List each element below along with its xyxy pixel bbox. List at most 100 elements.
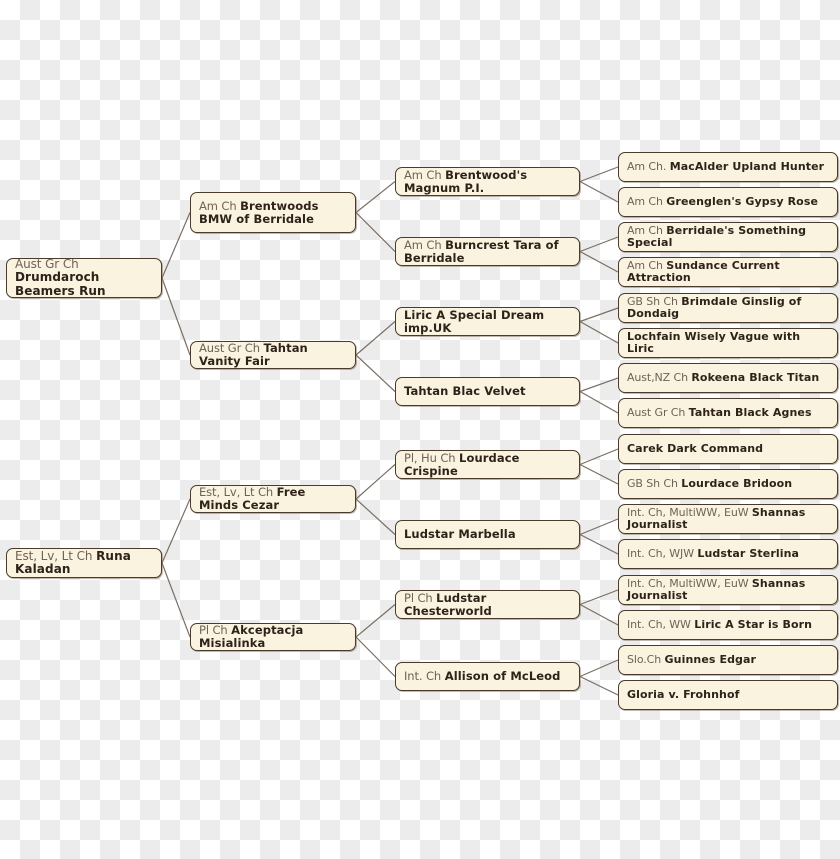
pedigree-node-label: Pl Ch Akceptacja Misialinka — [199, 624, 347, 650]
pedigree-link — [579, 307, 619, 323]
pedigree-node-name: Ludstar Marbella — [404, 527, 516, 542]
pedigree-node-g3l[interactable]: Int. Ch, WJW Ludstar Sterlina — [618, 539, 838, 569]
pedigree-node-g2h[interactable]: Int. Ch Allison of McLeod — [395, 662, 580, 691]
pedigree-node-label: Lochfain Wisely Vague with Liric — [627, 329, 829, 356]
pedigree-node-name: Allison of McLeod — [444, 669, 561, 684]
pedigree-link — [579, 166, 619, 183]
pedigree-node-name: Tahtan Black Agnes — [688, 405, 812, 419]
pedigree-node-name: Burncrest Tara of Berridale — [404, 237, 559, 265]
pedigree-node-name: Free Minds Cezar — [199, 485, 306, 512]
pedigree-node-g3c[interactable]: Am Ch Berridale's Something Special — [618, 222, 838, 252]
pedigree-node-label: Am Ch Berridale's Something Special — [627, 223, 829, 250]
pedigree-node-g3g[interactable]: Aust,NZ Ch Rokeena Black Titan — [618, 363, 838, 393]
pedigree-node-name: Brentwood's Magnum P.I. — [404, 167, 528, 195]
pedigree-node-title-prefix: Am Ch — [627, 194, 667, 208]
pedigree-link — [579, 463, 619, 485]
pedigree-node-name: Lourdace Crispine — [404, 450, 520, 478]
pedigree-node-g1c[interactable]: Est, Lv, Lt Ch Free Minds Cezar — [190, 485, 356, 513]
pedigree-link — [579, 603, 619, 626]
pedigree-node-g3f[interactable]: Lochfain Wisely Vague with Liric — [618, 328, 838, 358]
pedigree-node-label: Aust Gr Ch Tahtan Vanity Fair — [199, 342, 347, 368]
pedigree-link — [579, 533, 619, 555]
pedigree-node-name: Akceptacja Misialinka — [199, 623, 304, 650]
pedigree-node-g3i[interactable]: Carek Dark Command — [618, 434, 838, 464]
pedigree-node-name: Lochfain Wisely Vague with Liric — [627, 329, 801, 355]
pedigree-node-title-prefix: Aust Gr Ch — [15, 258, 79, 271]
pedigree-node-g3o[interactable]: Slo.Ch Guinnes Edgar — [618, 645, 838, 675]
pedigree-node-name: Liric A Special Dream imp.UK — [404, 307, 545, 335]
pedigree-node-g2b[interactable]: Am Ch Burncrest Tara of Berridale — [395, 237, 580, 266]
pedigree-node-label: Ludstar Marbella — [404, 528, 571, 541]
pedigree-node-name: Lourdace Bridoon — [681, 476, 793, 490]
pedigree-node-g3e[interactable]: GB Sh Ch Brimdale Ginslig of Dondaig — [618, 293, 838, 323]
pedigree-node-name: MacAlder Upland Hunter — [669, 159, 825, 173]
pedigree-node-g2a[interactable]: Am Ch Brentwood's Magnum P.I. — [395, 167, 580, 196]
pedigree-node-title-prefix: Aust Gr Ch — [199, 341, 264, 356]
pedigree-node-g1a[interactable]: Am Ch Brentwoods BMW of Berridale — [190, 192, 356, 233]
pedigree-node-label: Carek Dark Command — [627, 442, 829, 455]
pedigree-node-g3a[interactable]: Am Ch. MacAlder Upland Hunter — [618, 152, 838, 182]
pedigree-node-label: Am Ch. MacAlder Upland Hunter — [627, 159, 829, 173]
pedigree-node-title-prefix: Int. Ch, WJW — [627, 546, 698, 560]
pedigree-node-name: Guinnes Edgar — [664, 652, 757, 666]
pedigree-node-label: Int. Ch, MultiWW, EuW Shannas Journalist — [627, 577, 829, 603]
pedigree-node-label: Est, Lv, Lt Ch Runa Kaladan — [15, 548, 153, 577]
pedigree-node-title-prefix: Aust,NZ Ch — [627, 370, 692, 384]
pedigree-node-g2d[interactable]: Tahtan Blac Velvet — [395, 377, 580, 406]
pedigree-node-title-prefix: Am Ch — [199, 198, 241, 213]
pedigree-node-g3h[interactable]: Aust Gr Ch Tahtan Black Agnes — [618, 398, 838, 428]
pedigree-node-name: Ludstar Chesterworld — [404, 590, 492, 618]
pedigree-node-label: Am Ch Greenglen's Gypsy Rose — [627, 194, 829, 208]
pedigree-node-title-prefix: Am Ch — [404, 167, 446, 182]
pedigree-node-sire[interactable]: Aust Gr Ch Drumdaroch Beamers Run — [6, 258, 162, 298]
pedigree-node-label: Int. Ch, WW Liric A Star is Born — [627, 617, 829, 631]
pedigree-link — [579, 659, 619, 678]
pedigree-node-g2g[interactable]: Pl Ch Ludstar Chesterworld — [395, 590, 580, 619]
pedigree-node-label: Am Ch Brentwoods BMW of Berridale — [199, 198, 347, 226]
pedigree-node-g1b[interactable]: Aust Gr Ch Tahtan Vanity Fair — [190, 341, 356, 369]
pedigree-node-title-prefix: Int. Ch, MultiWW, EuW — [627, 505, 752, 519]
pedigree-node-label: Aust Gr Ch Drumdaroch Beamers Run — [15, 258, 153, 298]
pedigree-node-g3p[interactable]: Gloria v. Frohnhof — [618, 680, 838, 710]
pedigree-node-label: GB Sh Ch Brimdale Ginslig of Dondaig — [627, 295, 829, 321]
pedigree-node-g3j[interactable]: GB Sh Ch Lourdace Bridoon — [618, 469, 838, 499]
pedigree-link — [579, 236, 619, 253]
pedigree-node-g3n[interactable]: Int. Ch, WW Liric A Star is Born — [618, 610, 838, 640]
pedigree-node-label: Int. Ch Allison of McLeod — [404, 670, 571, 683]
pedigree-node-name: Liric A Star is Born — [694, 617, 813, 631]
pedigree-link — [355, 212, 396, 252]
pedigree-node-label: Int. Ch, MultiWW, EuW Shannas Journalist — [627, 505, 829, 532]
pedigree-link — [161, 277, 191, 356]
pedigree-node-g3b[interactable]: Am Ch Greenglen's Gypsy Rose — [618, 187, 838, 217]
pedigree-node-g3k[interactable]: Int. Ch, MultiWW, EuW Shannas Journalist — [618, 504, 838, 534]
pedigree-node-g3m[interactable]: Int. Ch, MultiWW, EuW Shannas Journalist — [618, 575, 838, 605]
pedigree-node-label: Aust Gr Ch Tahtan Black Agnes — [627, 405, 829, 419]
pedigree-node-label: Liric A Special Dream imp.UK — [404, 307, 571, 335]
pedigree-node-label: Est, Lv, Lt Ch Free Minds Cezar — [199, 486, 347, 512]
pedigree-node-g2c[interactable]: Liric A Special Dream imp.UK — [395, 307, 580, 336]
pedigree-link — [355, 321, 396, 356]
pedigree-node-title-prefix: GB Sh Ch — [627, 476, 682, 490]
pedigree-node-title-prefix: Am Ch — [627, 223, 667, 237]
pedigree-node-title-prefix: Est, Lv, Lt Ch — [199, 485, 277, 500]
pedigree-link — [579, 390, 619, 414]
pedigree-link — [355, 636, 396, 677]
pedigree-node-label: Aust,NZ Ch Rokeena Black Titan — [627, 370, 829, 384]
pedigree-link — [161, 562, 191, 638]
pedigree-node-g2f[interactable]: Ludstar Marbella — [395, 520, 580, 549]
pedigree-node-name: Rokeena Black Titan — [691, 370, 820, 384]
pedigree-node-dam[interactable]: Est, Lv, Lt Ch Runa Kaladan — [6, 548, 162, 578]
pedigree-node-g1d[interactable]: Pl Ch Akceptacja Misialinka — [190, 623, 356, 651]
pedigree-node-name: Ludstar Sterlina — [697, 546, 800, 560]
pedigree-link — [579, 377, 619, 393]
pedigree-node-name: Drumdaroch Beamers Run — [15, 270, 106, 298]
pedigree-link — [579, 589, 619, 606]
pedigree-node-g2e[interactable]: Pl, Hu Ch Lourdace Crispine — [395, 450, 580, 479]
pedigree-link — [579, 448, 619, 466]
pedigree-link — [579, 250, 619, 273]
pedigree-node-label: Am Ch Sundance Current Attraction — [627, 259, 829, 285]
pedigree-node-title-prefix: Int. Ch, WW — [627, 617, 695, 631]
pedigree-node-g3d[interactable]: Am Ch Sundance Current Attraction — [618, 257, 838, 287]
pedigree-node-name: Runa Kaladan — [15, 548, 131, 576]
pedigree-node-name: Shannas Journalist — [627, 505, 806, 531]
